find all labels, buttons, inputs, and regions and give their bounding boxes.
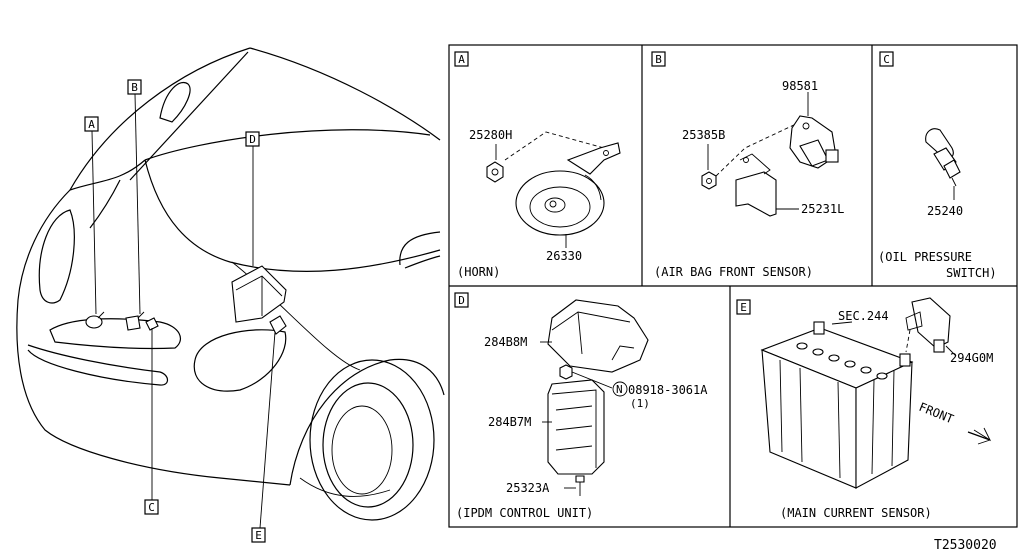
panel-c-oil-pressure-switch: C 25240 (OIL PRESSURE SWITCH)	[878, 51, 997, 280]
part-number-08918-3061a-qty: (1)	[630, 397, 650, 410]
current-sensor-location-drawing	[269, 315, 287, 335]
panel-c-tag-label: C	[883, 53, 890, 66]
panel-e-tag-label: E	[740, 301, 747, 314]
airbag-sensor-drawing	[701, 115, 839, 217]
panel-a-horn: A 25280H 26330 (HORN)	[454, 51, 621, 279]
part-number-98581: 98581	[782, 79, 818, 93]
current-sensor-drawing	[905, 297, 951, 353]
callout-c[interactable]: C	[144, 499, 159, 515]
part-number-25231l: 25231L	[801, 202, 844, 216]
airbag-sensor-location-drawing	[125, 311, 145, 331]
panel-d-caption: (IPDM CONTROL UNIT)	[456, 506, 593, 520]
vehicle-overview: A B C D E	[16, 47, 445, 543]
part-number-25385b: 25385B	[682, 128, 725, 142]
horn-drawing	[486, 131, 621, 236]
car-outline-drawing	[16, 47, 445, 521]
ipdm-drawing	[547, 299, 649, 496]
panel-c-tag	[879, 51, 894, 67]
panel-b-caption: (AIR BAG FRONT SENSOR)	[654, 265, 813, 279]
part-number-25323a: 25323A	[506, 481, 550, 495]
front-direction-indicator: FRONT	[917, 400, 992, 445]
front-direction-label: FRONT	[917, 400, 956, 427]
panel-c-caption-line1: (OIL PRESSURE	[878, 250, 972, 264]
panel-b-tag-label: B	[655, 53, 662, 66]
part-number-25280h: 25280H	[469, 128, 512, 142]
part-number-284b7m: 284B7M	[488, 415, 531, 429]
callout-b[interactable]: B	[127, 79, 142, 95]
callout-d-label: D	[249, 133, 256, 146]
horn-location-drawing	[85, 311, 105, 329]
callout-d[interactable]: D	[245, 131, 260, 147]
panel-b-airbag-sensor: B 25385B 98581 25231L (	[651, 51, 844, 279]
panel-frame	[448, 44, 1018, 528]
battery-drawing	[760, 321, 914, 489]
panel-d-tag-label: D	[458, 294, 465, 307]
front-arrow-icon	[973, 427, 992, 445]
part-number-25240: 25240	[927, 204, 963, 218]
panel-d-ipdm: D 284B8M	[454, 292, 708, 520]
part-number-26330: 26330	[546, 249, 582, 263]
callout-a[interactable]: A	[84, 116, 99, 132]
panel-e-current-sensor: E	[736, 297, 993, 520]
part-number-284b8m: 284B8M	[484, 335, 527, 349]
ipdm-location-drawing	[231, 265, 287, 323]
callout-c-label: C	[148, 501, 155, 514]
panel-a-tag-label: A	[458, 53, 465, 66]
part-number-08918-3061a: 08918-3061A	[628, 383, 708, 397]
panel-d-tag	[454, 292, 469, 308]
panel-e-tag	[736, 299, 751, 315]
callout-e-label: E	[255, 529, 262, 542]
drawing-number: T2530020	[934, 538, 997, 553]
callout-leaders	[91, 93, 276, 529]
oil-pressure-switch-drawing	[925, 128, 961, 187]
panel-e-caption: (MAIN CURRENT SENSOR)	[780, 506, 932, 520]
oil-pressure-switch-location-drawing	[145, 317, 159, 331]
panel-a-tag	[454, 51, 469, 67]
vehicle-components	[85, 265, 287, 335]
callout-e[interactable]: E	[251, 527, 266, 543]
callout-a-label: A	[88, 118, 95, 131]
nut-symbol-circle	[612, 381, 628, 397]
detail-panels: A 25280H 26330 (HORN)	[448, 44, 1018, 528]
panel-b-tag	[651, 51, 666, 67]
nut-symbol: N	[616, 383, 623, 396]
section-ref-sec244: SEC.244	[838, 309, 889, 323]
panel-c-caption-line2: SWITCH)	[946, 266, 997, 280]
part-number-294g0m: 294G0M	[950, 351, 993, 365]
callout-b-label: B	[131, 81, 138, 94]
panel-a-caption: (HORN)	[457, 265, 500, 279]
